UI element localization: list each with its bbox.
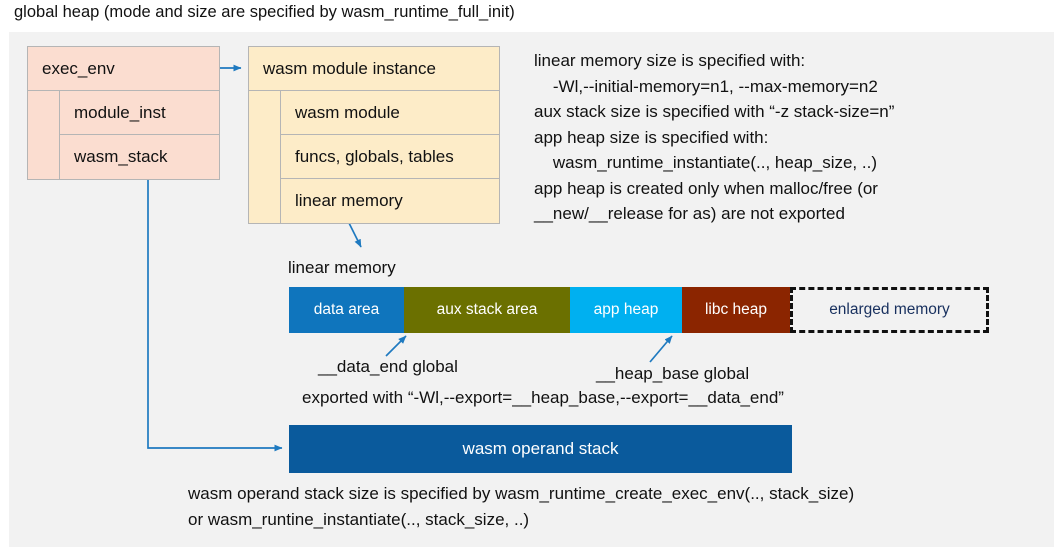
exec-env-box: exec_env module_inst wasm_stack — [27, 46, 220, 180]
bottom-note-text: wasm operand stack size is specified by … — [188, 484, 855, 529]
module-instance-field-linear-memory: linear memory — [295, 191, 403, 210]
exec-env-header: exec_env — [28, 47, 219, 91]
page-title: global heap (mode and size are specified… — [14, 3, 515, 21]
module-instance-field-funcs-globals-tables: funcs, globals, tables — [281, 135, 499, 179]
module-instance-field-wasm-module: wasm module — [281, 91, 499, 135]
linear-memory-label: linear memory — [288, 258, 396, 277]
annotation-heap-base: __heap_base global — [596, 364, 750, 383]
wasm-module-instance-box: wasm module instance wasm module funcs, … — [248, 46, 500, 224]
module-instance-body: wasm module funcs, globals, tables linea… — [249, 91, 499, 223]
module-instance-rows: wasm module funcs, globals, tables linea… — [281, 91, 499, 223]
memory-segment-app-heap: app heap — [570, 287, 682, 333]
module-instance-header: wasm module instance — [249, 47, 499, 91]
memory-segment-enlarged-memory: enlarged memory — [790, 287, 989, 333]
annotation-data-end: __data_end global — [318, 357, 458, 376]
memory-segment-aux-stack-area: aux stack area — [404, 287, 570, 333]
module-instance-gutter — [249, 91, 281, 223]
exec-env-gutter — [28, 91, 60, 179]
wasm-operand-stack-box: wasm operand stack — [289, 425, 792, 473]
annotation-exported-with: exported with “-Wl,--export=__heap_base,… — [302, 388, 784, 407]
exec-env-body: module_inst wasm_stack — [28, 91, 219, 179]
memory-segment-data-area: data area — [289, 287, 404, 333]
exec-env-field-wasm-stack: wasm_stack — [74, 147, 168, 166]
exec-env-rows: module_inst wasm_stack — [60, 91, 219, 179]
info-text-block: linear memory size is specified with: -W… — [534, 51, 895, 223]
exec-env-field-module-inst: module_inst — [60, 91, 219, 135]
memory-segment-libc-heap: libc heap — [682, 287, 790, 333]
